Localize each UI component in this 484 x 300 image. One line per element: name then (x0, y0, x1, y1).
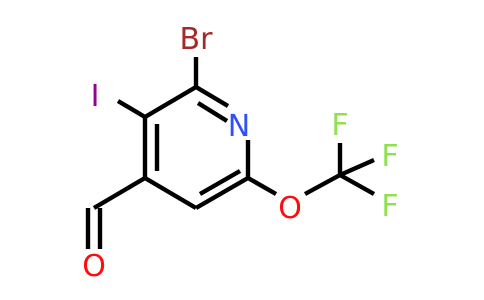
atom-br-label: Br (180, 22, 214, 57)
bond-o-cf3 (303, 173, 342, 196)
bond-c4-c5 (143, 176, 198, 210)
bond-c5-c6 (194, 176, 250, 210)
bond-cf3-f3 (338, 173, 376, 196)
atom-f3-label: F (381, 189, 398, 224)
atom-f1-label: F (331, 108, 348, 143)
atom-o-carbonyl-label: O (82, 249, 106, 284)
atom-f2-label: F (381, 139, 398, 174)
bond-c2-c3 (143, 85, 198, 119)
atom-n-label: N (228, 109, 250, 144)
bond-c5-c6-inner (198, 169, 242, 196)
bond-cf3-f2 (339, 157, 375, 178)
bond-c4-cho (92, 176, 147, 210)
bond-n-c2-inner (196, 101, 229, 123)
bond-c6-o (246, 176, 278, 196)
bond-n-c2 (194, 85, 230, 108)
atom-o-ether-label: O (278, 191, 302, 226)
bond-c3-i (116, 99, 147, 119)
atom-i-label: I (91, 79, 100, 114)
